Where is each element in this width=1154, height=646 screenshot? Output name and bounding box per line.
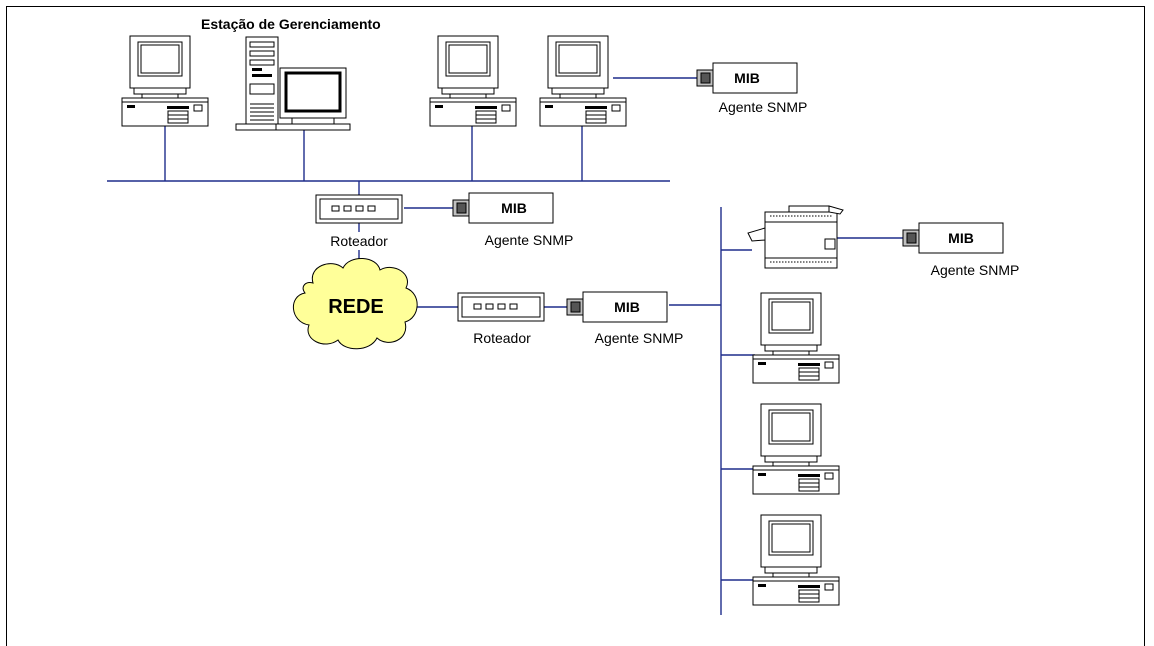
mib-label: MIB [734,70,760,86]
snmp-agent-label: Agente SNMP [485,232,574,248]
desktop-computer-icon[interactable] [752,403,840,495]
desktop-computer-icon[interactable] [121,35,209,127]
desktop-computer-icon[interactable] [752,292,840,384]
router-label: Roteador [473,330,531,346]
desktop-computer-icon[interactable] [752,514,840,606]
mib-label: MIB [614,299,640,315]
monitor-icon[interactable] [275,67,351,131]
mib-label: MIB [948,230,974,246]
desktop-computer-icon[interactable] [539,35,627,127]
mib-label: MIB [501,200,527,216]
tower-server-icon[interactable] [235,36,287,131]
management-station-label: Estação de Gerenciamento [201,16,381,32]
printer-icon[interactable] [747,205,844,269]
network-label: REDE [328,296,384,318]
diagram-frame [6,6,1145,646]
snmp-agent-label: Agente SNMP [719,99,808,115]
cloud-icon[interactable] [293,258,418,350]
desktop-computer-icon[interactable] [429,35,517,127]
router-label: Roteador [330,233,388,249]
snmp-agent-label: Agente SNMP [595,330,684,346]
snmp-agent-label: Agente SNMP [931,262,1020,278]
network-lines [107,77,903,615]
router-icon[interactable] [457,292,545,322]
router-icon[interactable] [315,194,403,224]
